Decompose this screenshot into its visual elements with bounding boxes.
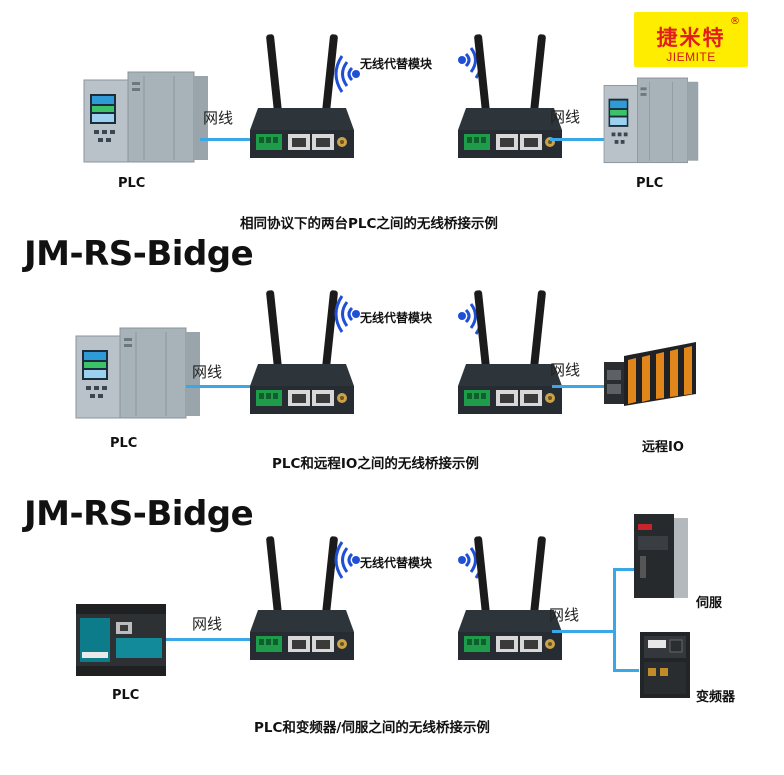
router-right-2-image (458, 290, 562, 414)
device-label-right-1: PLC (636, 176, 664, 191)
cable-left-2 (186, 385, 252, 388)
cable-label-right-1: 网线 (550, 108, 581, 126)
router-right-1-image (458, 34, 562, 158)
cable-right-1 (550, 138, 606, 141)
plc-left-2-image (75, 327, 201, 419)
logo-english-text: JIEMITE (666, 50, 716, 64)
servo-image (634, 514, 688, 598)
caption-3: PLC和变频器/伺服之间的无线桥接示例 (254, 720, 490, 736)
logo-chinese-text: 捷米特 (656, 26, 726, 50)
device-label-left-2: PLC (110, 436, 138, 451)
cable-label-left-1: 网线 (203, 109, 234, 127)
device-label-left-3: PLC (112, 688, 140, 703)
plc-left-3-image (76, 604, 166, 676)
cable-right-3 (552, 630, 616, 633)
caption-1: 相同协议下的两台PLC之间的无线桥接示例 (240, 216, 498, 232)
wireless-label-2: 无线代替模块 (360, 311, 433, 325)
cable-branch-servo (613, 568, 639, 571)
cable-left-1 (200, 138, 252, 141)
remote-io-image (604, 342, 696, 406)
device-label-vfd: 变频器 (696, 690, 736, 705)
cable-label-left-2: 网线 (192, 363, 223, 381)
cable-label-right-3: 网线 (549, 606, 580, 624)
cable-label-left-3: 网线 (192, 615, 223, 633)
device-label-servo: 伺服 (696, 596, 723, 611)
plc-right-1-image (603, 77, 699, 164)
wireless-label-3: 无线代替模块 (360, 556, 433, 570)
cable-right-2 (552, 385, 608, 388)
cable-left-3 (166, 638, 252, 641)
cable-branch-vfd (613, 669, 639, 672)
caption-2: PLC和远程IO之间的无线桥接示例 (272, 456, 479, 472)
registered-mark: ® (730, 16, 740, 27)
section-2-heading: JM-RS-Bidge (24, 234, 254, 274)
wireless-label-1: 无线代替模块 (360, 57, 433, 71)
cable-label-right-2: 网线 (550, 361, 581, 379)
section-3-heading: JM-RS-Bidge (24, 494, 254, 534)
router-left-1-image (250, 34, 354, 158)
router-right-3-image (458, 536, 562, 660)
device-label-right-2: 远程IO (642, 440, 684, 455)
brand-logo: 捷米特 JIEMITE ® (634, 12, 748, 67)
plc-left-1-image (83, 71, 209, 163)
vfd-image (639, 631, 691, 699)
cable-branch-vertical (613, 568, 616, 672)
device-label-left-1: PLC (118, 176, 146, 191)
